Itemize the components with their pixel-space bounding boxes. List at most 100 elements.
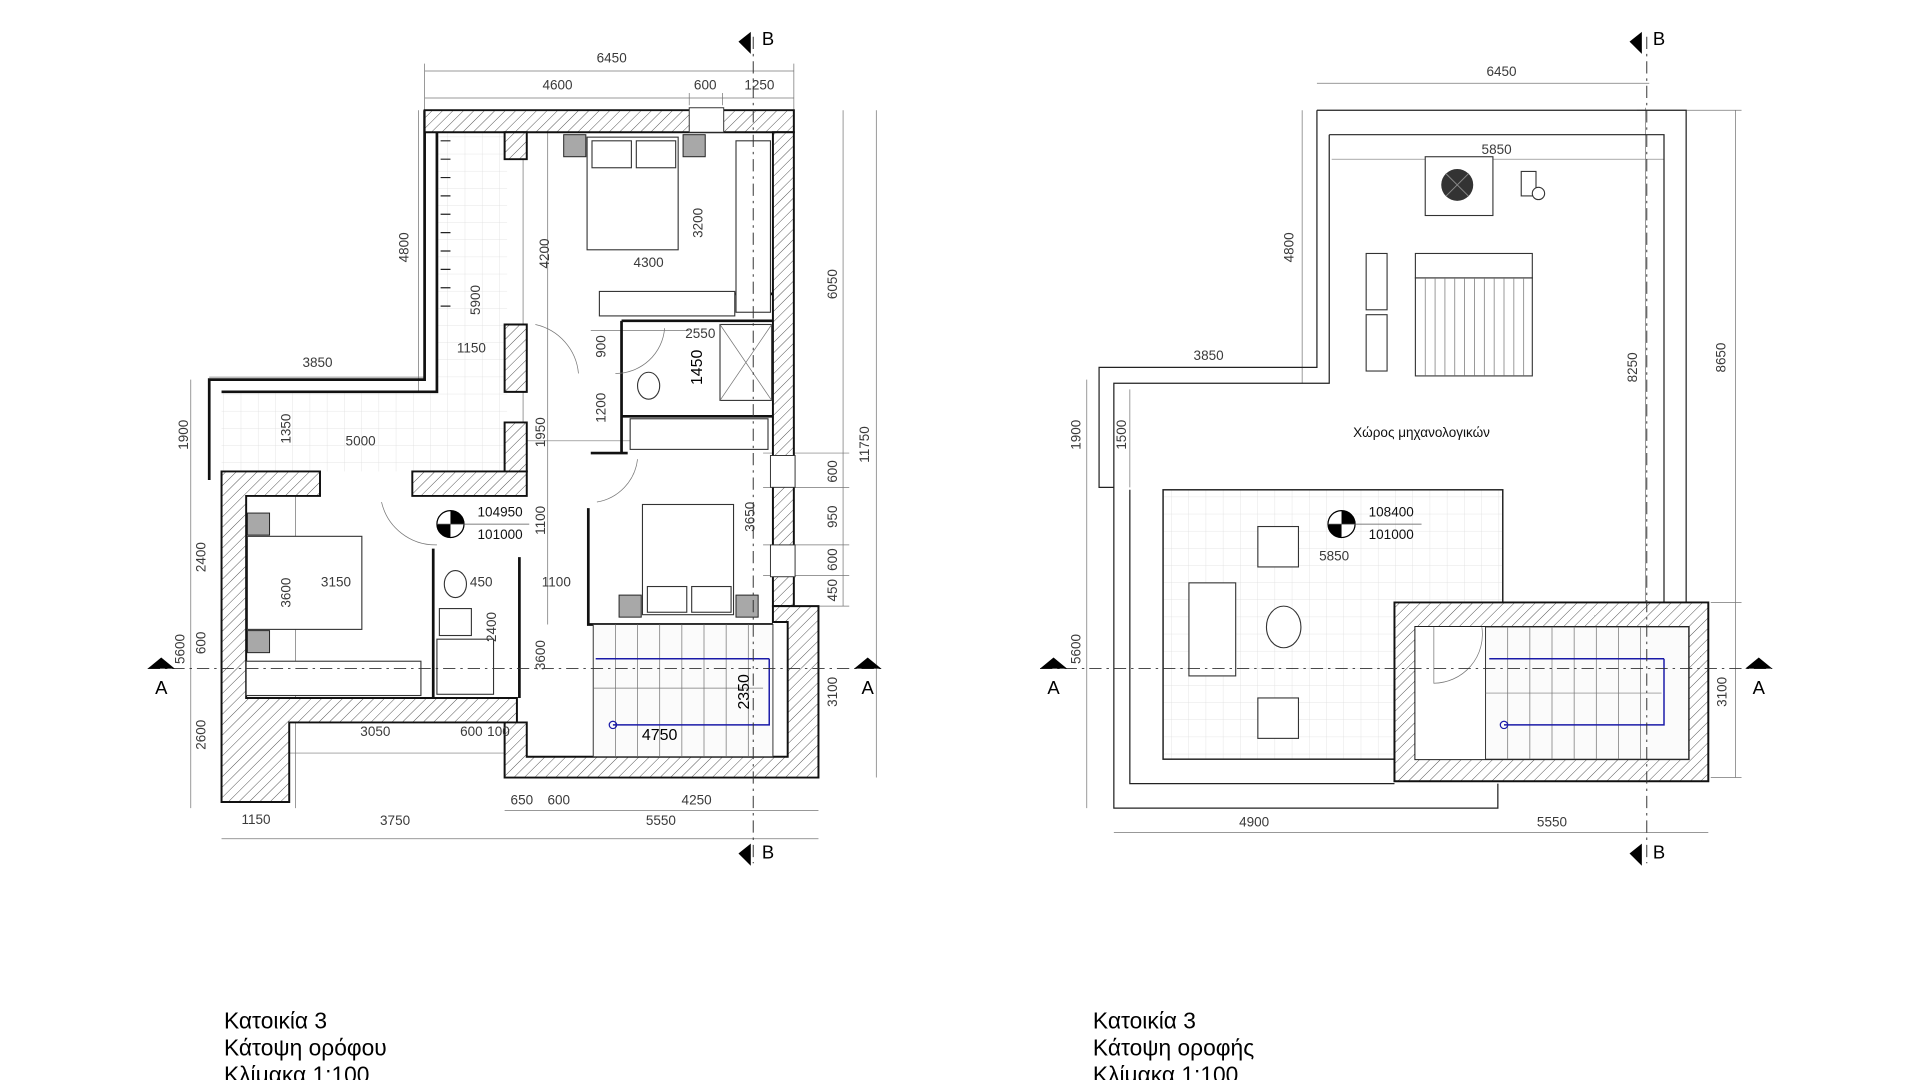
dim-label: 2350	[736, 674, 753, 709]
dim-label: 1450	[689, 350, 706, 385]
dim-label: 1100	[542, 574, 571, 589]
level-top: 108400	[1369, 505, 1414, 520]
dim-label: 5550	[646, 813, 676, 828]
level-marker: 104950 101000	[436, 505, 530, 542]
section-a-left: A	[155, 677, 168, 698]
plan-title-roof: Κατοικία 3 Κάτοψη οροφής Κλίμακα 1:100	[1093, 1008, 1254, 1080]
dim-label: 2400	[193, 542, 208, 572]
dim-label: 8650	[1713, 343, 1728, 373]
dim-label: 6050	[825, 269, 840, 299]
dim-label: 600	[694, 77, 717, 92]
wardrobe-2	[629, 418, 769, 450]
dim-label: 5550	[1537, 814, 1567, 829]
dim-label: 600	[460, 724, 483, 739]
dim-label: 4800	[396, 232, 411, 262]
dim-label: 1150	[457, 341, 486, 356]
dim-label: 600	[825, 548, 840, 570]
dim-label: 1200	[593, 393, 608, 423]
dim-label: 5850	[1319, 549, 1349, 564]
tank-1	[1365, 252, 1388, 311]
title-scale: Κλίμακα 1:100	[224, 1062, 369, 1080]
section-a-left: A	[1047, 677, 1060, 698]
wall-stair	[503, 605, 820, 779]
section-markers: A A B B	[147, 28, 882, 866]
title-scale: Κλίμακα 1:100	[1093, 1062, 1238, 1080]
wall-right	[771, 131, 795, 608]
wall-lower-mid	[411, 470, 528, 497]
desk	[598, 290, 736, 317]
washbasin	[636, 371, 661, 400]
armchair-1	[1257, 525, 1300, 568]
dim-label: 3600	[278, 578, 293, 608]
dim-label: 1900	[176, 420, 191, 450]
dim-label: 5000	[346, 434, 376, 449]
dim-label: 11750	[857, 426, 872, 462]
tank-2	[1365, 314, 1388, 372]
terrace-floor-side	[436, 132, 508, 392]
section-b-top: B	[762, 28, 774, 49]
dim-label: 1950	[533, 417, 548, 447]
pump	[1520, 170, 1546, 201]
dimension-lines	[190, 63, 877, 840]
dim-label: 3850	[1194, 348, 1224, 363]
staircase-roof	[1485, 626, 1690, 760]
toilet	[438, 608, 472, 637]
room-label: Χώρος μηχανολογικών	[1353, 425, 1490, 440]
window-top	[688, 107, 725, 133]
dim-label: 1350	[278, 414, 293, 444]
dim-label: 600	[825, 460, 840, 482]
shower-2	[436, 638, 495, 695]
level-bottom: 101000	[1369, 527, 1414, 542]
floor-plan-upper: 104950 101000 A A B B 6450 4600 600 1250…	[147, 28, 887, 1080]
dim-label: 6450	[1486, 64, 1516, 79]
dim-label: 2550	[685, 326, 715, 341]
level-top: 104950	[478, 505, 523, 520]
dim-label: 1150	[241, 812, 270, 827]
wall-top	[423, 109, 795, 134]
dim-label: 4750	[642, 727, 678, 744]
dim-label: 5900	[468, 285, 483, 315]
dim-label: 600	[193, 632, 208, 654]
section-b-bottom: B	[762, 841, 774, 862]
dim-label: 900	[593, 335, 608, 357]
dim-label: 2600	[193, 720, 208, 750]
solar-water-heater	[1414, 252, 1533, 377]
dim-label: 3600	[533, 640, 548, 670]
dim-label: 600	[547, 792, 570, 807]
dim-label: 8250	[1625, 352, 1640, 382]
dim-label: 3100	[825, 677, 840, 707]
dim-label: 4900	[1239, 814, 1269, 829]
section-b-bottom: B	[1653, 841, 1665, 862]
railing-posts	[440, 140, 451, 307]
dim-label: 950	[825, 505, 840, 527]
level-bottom: 101000	[478, 527, 523, 542]
dim-label: 4800	[1281, 232, 1296, 262]
dim-label: 1250	[744, 77, 774, 92]
dim-label: 3050	[360, 724, 390, 739]
wardrobe-3	[245, 660, 422, 697]
section-markers: A A B B	[1040, 28, 1773, 866]
dim-label: 5850	[1482, 142, 1512, 157]
dim-label: 1100	[533, 506, 548, 535]
dim-label: 5600	[1068, 634, 1083, 664]
dim-label: 2400	[484, 612, 499, 642]
dimension-labels: 6450 4600 600 1250 4800 4200 3200 4300 5…	[172, 50, 871, 828]
door-swings	[381, 324, 665, 546]
dim-label: 1900	[1068, 420, 1083, 450]
door-swing	[1433, 626, 1483, 684]
section-a-right: A	[1753, 677, 1766, 698]
dim-label: 450	[825, 579, 840, 601]
dim-label: 650	[511, 792, 534, 807]
wall-interior	[503, 131, 528, 473]
dim-label: 3200	[691, 208, 706, 238]
dimension-labels: 6450 5850 4800 3850 8250 8650 1900 1500 …	[1068, 64, 1729, 830]
dim-label: 1500	[1114, 420, 1129, 450]
staircase	[592, 624, 774, 758]
armchair-2	[1257, 697, 1300, 739]
dim-label: 6450	[597, 50, 627, 65]
title-view: Κάτοψη οροφής	[1093, 1035, 1254, 1061]
coffee-table	[1265, 605, 1302, 649]
dim-label: 3750	[380, 813, 410, 828]
section-a-right: A	[862, 677, 875, 698]
